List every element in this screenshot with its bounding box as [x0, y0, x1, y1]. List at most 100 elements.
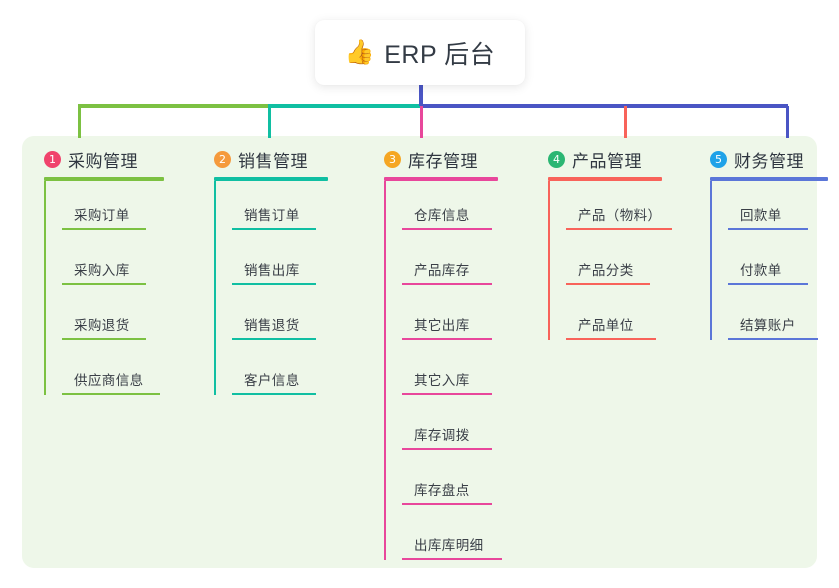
branch-item-rule — [566, 283, 650, 285]
branch-item-label: 付款单 — [740, 263, 782, 278]
connector-drop — [268, 106, 271, 138]
branch-item[interactable]: 采购入库 — [44, 236, 164, 291]
branch-item[interactable]: 产品库存 — [384, 236, 498, 291]
branch-spine — [384, 181, 386, 560]
branch-header-rule — [384, 177, 498, 181]
branch-header-5[interactable]: 5 财务管理 — [692, 146, 828, 172]
branch-item[interactable]: 库存调拨 — [384, 401, 498, 456]
branch-item[interactable]: 其它入库 — [384, 346, 498, 401]
branch-item-rule — [62, 228, 146, 230]
branch-item-rule — [566, 228, 672, 230]
branch-header-rule — [44, 177, 164, 181]
branch-column-2: 2 销售管理销售订单销售出库销售退货客户信息 — [196, 146, 328, 401]
branch-item-rule — [402, 338, 492, 340]
branch-item[interactable]: 销售出库 — [214, 236, 328, 291]
branch-number-badge: 3 — [384, 150, 401, 168]
branch-column-4: 4 产品管理产品（物料） 产品分类产品单位 — [530, 146, 672, 346]
branch-column-5: 5 财务管理回款单付款单结算账户 — [692, 146, 828, 346]
branch-header-2[interactable]: 2 销售管理 — [196, 146, 328, 172]
branch-item[interactable]: 产品（物料） — [548, 181, 672, 236]
branch-item[interactable]: 付款单 — [710, 236, 828, 291]
branch-item-label: 结算账户 — [740, 318, 796, 333]
branch-number-badge: 5 — [710, 150, 727, 168]
branch-title-label: 库存管理 — [408, 151, 478, 171]
branch-item-label: 产品（物料） — [578, 208, 662, 223]
root-node-text: ERP 后台 — [384, 40, 496, 69]
branch-spine — [548, 181, 550, 340]
branch-header-3[interactable]: 3 库存管理 — [366, 146, 498, 172]
thumbs-up-icon: 👍 — [344, 38, 376, 66]
root-node-label: 👍 ERP 后台 — [345, 35, 495, 71]
branch-item-rule — [402, 558, 502, 560]
connector-drop — [786, 106, 789, 138]
branch-item-label: 其它入库 — [414, 373, 470, 388]
branch-item[interactable]: 其它出库 — [384, 291, 498, 346]
branch-item[interactable]: 产品单位 — [548, 291, 662, 346]
branch-item-rule — [402, 283, 492, 285]
branch-item[interactable]: 采购退货 — [44, 291, 164, 346]
branch-column-3: 3 库存管理仓库信息产品库存其它出库其它入库库存调拨库存盘点出库库明细 — [366, 146, 502, 566]
branch-item[interactable]: 出库库明细 — [384, 511, 502, 566]
branch-number-badge: 4 — [548, 150, 565, 168]
branch-item[interactable]: 供应商信息 — [44, 346, 164, 401]
branch-item-label: 采购退货 — [74, 318, 130, 333]
branch-title-label: 采购管理 — [68, 151, 138, 171]
branch-item-label: 产品分类 — [578, 263, 634, 278]
branch-item[interactable]: 回款单 — [710, 181, 828, 236]
branch-item[interactable]: 采购订单 — [44, 181, 164, 236]
branch-item-rule — [62, 338, 146, 340]
branch-item-label: 库存调拨 — [414, 428, 470, 443]
connector-segment — [420, 104, 788, 108]
branch-item-label: 产品单位 — [578, 318, 634, 333]
connector-drop — [624, 106, 627, 138]
branch-item-rule — [232, 338, 316, 340]
branch-item-list: 产品（物料） 产品分类产品单位 — [530, 181, 672, 346]
branch-item-label: 产品库存 — [414, 263, 470, 278]
branch-item-label: 出库库明细 — [414, 538, 484, 553]
branch-item-rule — [62, 393, 160, 395]
branch-item-rule — [728, 228, 808, 230]
branch-item-list: 回款单付款单结算账户 — [692, 181, 828, 346]
branch-item[interactable]: 结算账户 — [710, 291, 828, 346]
branch-item[interactable]: 客户信息 — [214, 346, 328, 401]
branch-header-rule — [214, 177, 328, 181]
branch-item[interactable]: 库存盘点 — [384, 456, 498, 511]
branch-item-rule — [232, 393, 316, 395]
branch-item-label: 供应商信息 — [74, 373, 144, 388]
branch-item-label: 采购入库 — [74, 263, 130, 278]
root-stem-connector — [419, 78, 423, 106]
branch-item-label: 仓库信息 — [414, 208, 470, 223]
branch-item-list: 采购订单采购入库采购退货供应商信息 — [26, 181, 164, 401]
branch-item-rule — [402, 228, 492, 230]
connector-segment — [268, 104, 422, 108]
branch-item-label: 其它出库 — [414, 318, 470, 333]
branch-item-label: 客户信息 — [244, 373, 300, 388]
branch-item-label: 销售出库 — [244, 263, 300, 278]
branch-item-rule — [402, 393, 492, 395]
connector-drop — [420, 106, 423, 138]
branch-number-badge: 2 — [214, 150, 231, 168]
branch-item-list: 销售订单销售出库销售退货客户信息 — [196, 181, 328, 401]
branch-item[interactable]: 销售订单 — [214, 181, 328, 236]
branch-title-label: 销售管理 — [238, 151, 308, 171]
branch-item-label: 销售订单 — [244, 208, 300, 223]
root-node-erp-backend[interactable]: 👍 ERP 后台 — [315, 20, 525, 85]
branch-item-label: 库存盘点 — [414, 483, 470, 498]
branch-title-label: 财务管理 — [734, 151, 804, 171]
branch-title-label: 产品管理 — [572, 151, 642, 171]
branch-item-rule — [402, 448, 492, 450]
branch-item-rule — [232, 228, 316, 230]
branch-header-4[interactable]: 4 产品管理 — [530, 146, 662, 172]
branch-item-rule — [728, 283, 808, 285]
branch-item-rule — [566, 338, 656, 340]
branch-item[interactable]: 销售退货 — [214, 291, 328, 346]
branch-spine — [214, 181, 216, 395]
branch-item[interactable]: 产品分类 — [548, 236, 662, 291]
branch-header-rule — [710, 177, 828, 181]
branch-item-rule — [728, 338, 818, 340]
branch-item[interactable]: 仓库信息 — [384, 181, 498, 236]
branch-spine — [710, 181, 712, 340]
branch-header-rule — [548, 177, 662, 181]
